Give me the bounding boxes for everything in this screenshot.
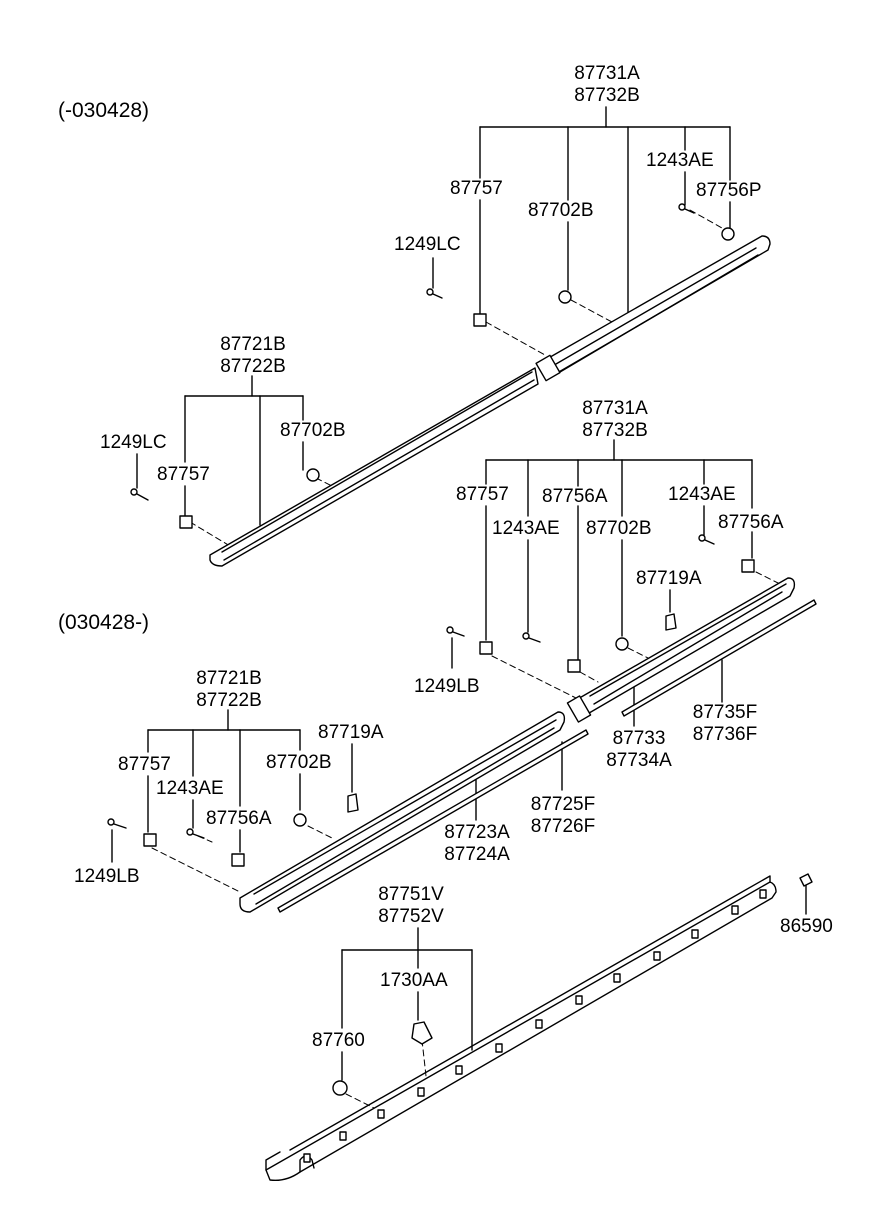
clip-b2	[741, 559, 755, 573]
screw-c1	[107, 818, 127, 829]
label-87760: 87760	[312, 1030, 365, 1051]
label-87702b-a: 87702B	[528, 200, 594, 221]
label-87702b-c: 87702B	[266, 752, 332, 773]
label-87756a-c: 87756A	[206, 808, 272, 829]
label-87702b-a2: 87702B	[280, 420, 346, 441]
leader-lines-c	[111, 709, 563, 863]
screw-b2	[522, 632, 541, 643]
fasteners	[107, 203, 813, 1096]
clip-d2	[332, 1080, 348, 1096]
label-1249lc-a2: 1249LC	[100, 432, 167, 453]
screw-c2	[186, 828, 205, 839]
header-before: (-030428)	[58, 99, 150, 122]
label-1243ae-a: 1243AE	[646, 150, 714, 171]
side-sill	[265, 875, 777, 1182]
label-87757-c: 87757	[118, 754, 171, 775]
clip-a2	[179, 515, 193, 529]
retainer-a2	[721, 227, 735, 241]
label-87756a-b2: 87756A	[718, 512, 784, 533]
label-1249lb-b: 1249LB	[414, 676, 480, 697]
leader-lines-d	[341, 883, 807, 1081]
label-87719a-c: 87719A	[318, 722, 384, 743]
label-87719a-b: 87719A	[636, 568, 702, 589]
label-1249lc-a: 1249LC	[394, 234, 461, 255]
leader-lines-b	[451, 439, 753, 727]
label-1249lb-c: 1249LB	[74, 866, 140, 887]
retainer-b2	[665, 613, 677, 631]
dashed-lines-a	[189, 209, 723, 547]
moulding-c	[239, 711, 589, 913]
label-1243ae-b1: 1243AE	[668, 484, 736, 505]
clip-b1	[479, 641, 493, 655]
clip-a1	[473, 313, 487, 327]
label-87756p: 87756P	[696, 180, 762, 201]
retainer-a1	[558, 290, 572, 304]
label-1243ae-b2: 1243AE	[492, 518, 560, 539]
screw-b1	[446, 626, 465, 637]
moulding-a-front	[209, 367, 539, 567]
retainer-c2	[347, 793, 359, 813]
clip-d1	[411, 1021, 433, 1045]
label-87702b-b: 87702B	[586, 518, 652, 539]
retainer-a3	[306, 468, 320, 482]
label-87757-b: 87757	[456, 484, 509, 505]
screw-b3	[698, 534, 715, 545]
label-1730aa: 1730AA	[380, 970, 448, 991]
label-86590: 86590	[780, 916, 833, 937]
screw-a2	[678, 203, 695, 214]
clip-c2	[231, 853, 245, 867]
clip-c1	[143, 833, 157, 847]
label-87757-a: 87757	[450, 178, 503, 199]
screw-a3	[130, 488, 149, 501]
moulding-a-rear	[535, 235, 771, 382]
retainer-b1	[615, 637, 629, 651]
label-87756a-b1: 87756A	[542, 486, 608, 507]
dashed-lines-d	[345, 1039, 427, 1109]
clip-d3	[799, 873, 813, 887]
clip-b3	[567, 659, 581, 673]
screw-a1	[426, 288, 443, 299]
leader-lines-a	[136, 106, 731, 526]
moulding-b	[566, 577, 817, 723]
header-after: (030428-)	[58, 611, 150, 634]
label-1243ae-c: 1243AE	[156, 778, 224, 799]
label-87757-a2: 87757	[157, 464, 210, 485]
retainer-c1	[293, 813, 307, 827]
